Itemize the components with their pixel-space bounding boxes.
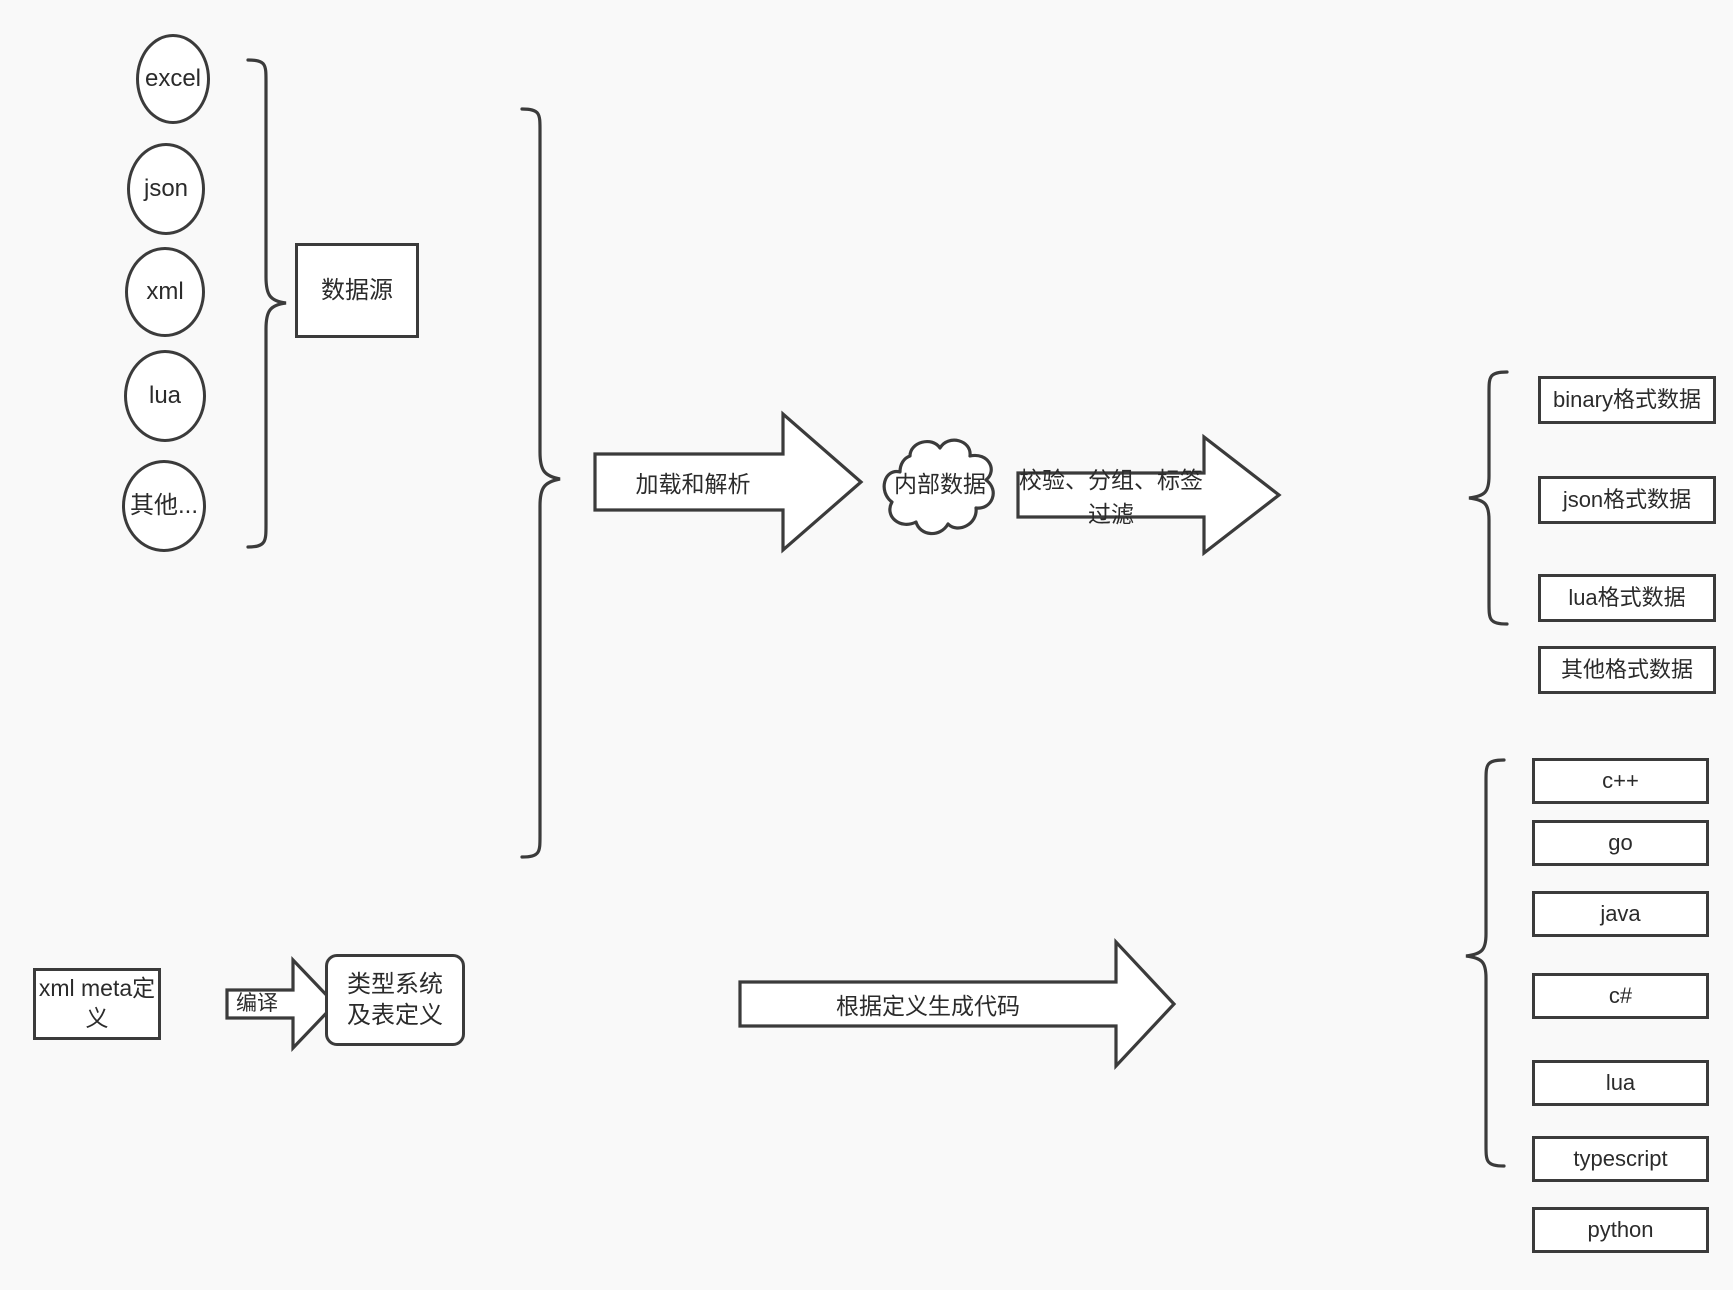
xml-meta-definition-label: xml meta定义 <box>38 975 156 1031</box>
source-node-xml[interactable]: xml <box>125 247 205 337</box>
output-format-label: 其他格式数据 <box>1560 656 1693 682</box>
output-format-label: json格式数据 <box>1562 486 1692 512</box>
source-node-label: excel <box>144 65 202 93</box>
output-format-other[interactable]: 其他格式数据 <box>1538 646 1716 694</box>
source-node-label: xml <box>146 278 184 306</box>
compile-arrow-icon[interactable] <box>225 956 338 1052</box>
output-language-label: c# <box>1608 982 1633 1008</box>
pipeline-input-brace-icon <box>520 107 561 859</box>
source-node-label: json <box>143 175 189 203</box>
output-language-label: lua <box>1605 1069 1636 1095</box>
xml-meta-definition-box[interactable]: xml meta定义 <box>33 968 161 1040</box>
output-format-label: binary格式数据 <box>1553 386 1701 412</box>
sources-brace-icon <box>246 58 287 549</box>
output-language-label: typescript <box>1573 1145 1668 1171</box>
output-format-binary[interactable]: binary格式数据 <box>1538 376 1716 424</box>
output-language-python[interactable]: python <box>1532 1207 1709 1253</box>
output-language-label: python <box>1587 1216 1654 1242</box>
output-language-cpp[interactable]: c++ <box>1532 758 1709 804</box>
data-source-label: 数据源 <box>321 276 393 304</box>
filter-arrow-icon[interactable] <box>1016 433 1282 557</box>
data-source-box[interactable]: 数据源 <box>295 243 419 338</box>
output-format-lua[interactable]: lua格式数据 <box>1538 574 1716 622</box>
output-format-label: lua格式数据 <box>1568 584 1686 610</box>
output-language-label: java <box>1600 900 1641 926</box>
type-system-box[interactable]: 类型系统及表定义 <box>325 954 465 1046</box>
type-system-label: 类型系统及表定义 <box>347 970 443 1029</box>
internal-data-label: 内部数据 <box>894 471 986 497</box>
source-node-other[interactable]: 其他... <box>122 460 206 552</box>
output-format-json[interactable]: json格式数据 <box>1538 476 1716 524</box>
source-node-label: lua <box>148 382 182 410</box>
source-node-excel[interactable]: excel <box>136 34 210 124</box>
data-formats-brace-icon <box>1468 370 1509 626</box>
source-node-json[interactable]: json <box>127 143 205 235</box>
output-language-label: c++ <box>1602 767 1639 793</box>
languages-brace-icon <box>1465 758 1506 1168</box>
codegen-arrow-icon[interactable] <box>738 937 1177 1071</box>
output-language-go[interactable]: go <box>1532 820 1709 866</box>
source-node-label: 其他... <box>129 492 198 520</box>
source-node-lua[interactable]: lua <box>124 350 206 442</box>
output-language-typescript[interactable]: typescript <box>1532 1136 1709 1182</box>
output-language-csharp[interactable]: c# <box>1532 973 1709 1019</box>
load-parse-arrow-icon[interactable] <box>593 410 864 554</box>
output-language-label: go <box>1608 829 1633 855</box>
internal-data-cloud-icon[interactable] <box>880 432 1000 542</box>
output-language-java[interactable]: java <box>1532 891 1709 937</box>
output-language-lua[interactable]: lua <box>1532 1060 1709 1106</box>
